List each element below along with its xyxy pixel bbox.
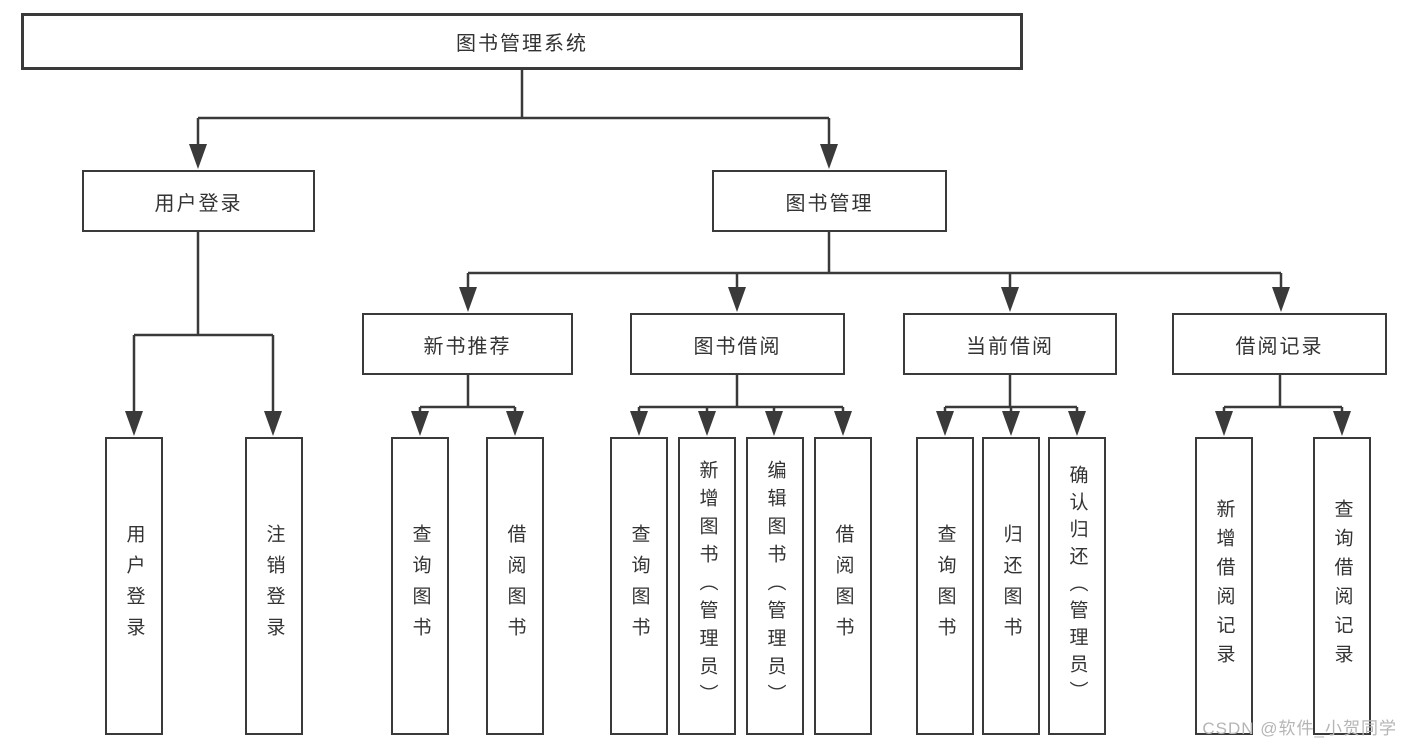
leaf-borrowing-edit-books-admin: 编辑图书（管理员） [746,437,804,735]
node-book-borrowing: 图书借阅 [630,313,845,375]
connector-segments [132,69,1344,422]
node-current-borrowing: 当前借阅 [903,313,1117,375]
node-library-management-system: 图书管理系统 [21,13,1023,70]
node-new-book-recommend: 新书推荐 [362,313,573,375]
leaf-current-confirm-return-admin: 确认归还（管理员） [1048,437,1106,735]
leaf-current-return-books: 归还图书 [982,437,1040,735]
leaf-recommend-borrow-books: 借阅图书 [486,437,544,735]
leaf-recommend-query-books: 查询图书 [391,437,449,735]
leaf-records-add-borrow-record: 新增借阅记录 [1195,437,1253,735]
csdn-watermark: CSDN @软件_小贺同学 [1202,719,1397,738]
node-borrow-records: 借阅记录 [1172,313,1387,375]
connector-arrowheads [125,144,1351,436]
leaf-borrowing-add-books-admin: 新增图书（管理员） [678,437,736,735]
leaf-records-query-borrow-record: 查询借阅记录 [1313,437,1371,735]
leaf-current-query-books: 查询图书 [916,437,974,735]
leaf-user-login: 用户登录 [105,437,163,735]
leaf-borrowing-query-books: 查询图书 [610,437,668,735]
node-user-login: 用户登录 [82,170,315,232]
node-book-management: 图书管理 [712,170,947,232]
leaf-borrowing-borrow-books: 借阅图书 [814,437,872,735]
leaf-logout: 注销登录 [245,437,303,735]
